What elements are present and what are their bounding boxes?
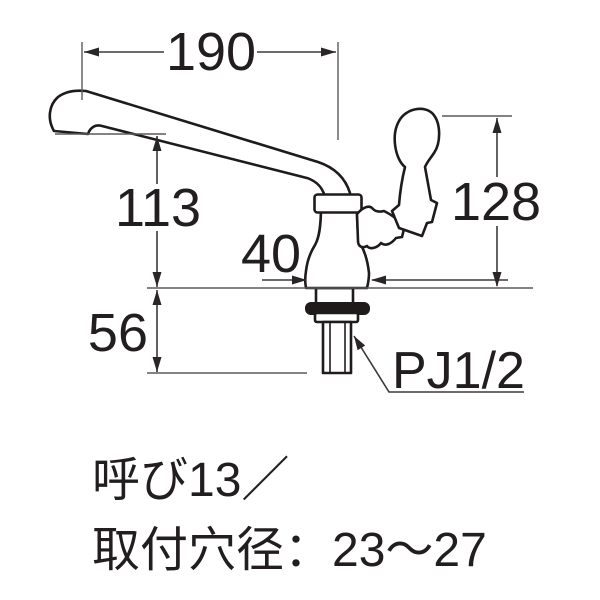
note-mounting-hole: 取付穴径：23〜27 — [92, 524, 487, 577]
dim-56-label: 56 — [88, 303, 148, 363]
dim-40-label: 40 — [241, 224, 301, 284]
faucet-threaded-pipe — [321, 320, 353, 375]
faucet-bonnet-connector — [355, 205, 407, 250]
dim-113: 113 — [55, 133, 201, 287]
thread-spec-label: PJ1/2 — [392, 342, 525, 400]
dim-190: 190 — [81, 22, 339, 140]
dim-128-arrow-bottom — [492, 272, 502, 287]
dim-190-arrow-left — [84, 47, 99, 57]
dim-56: 56 — [88, 290, 307, 374]
dim-56-arrow-bottom — [152, 357, 162, 372]
dim-190-arrow-right — [321, 47, 336, 57]
faucet-drawing — [48, 89, 441, 375]
dim-128-label: 128 — [451, 172, 541, 232]
diagram-notes: 呼び13／ 取付穴径：23〜27 — [92, 454, 487, 577]
dim-113-label: 113 — [115, 178, 201, 238]
dim-128-arrow-top — [492, 118, 502, 133]
dim-113-arrow-top — [152, 136, 162, 151]
faucet-locknut — [313, 311, 360, 324]
dimension-annotations: 190 113 56 — [55, 22, 541, 400]
thread-leader-arrow — [354, 336, 366, 351]
dim-128: 128 — [442, 115, 541, 287]
dim-113-arrow-bottom — [152, 272, 162, 287]
dim-40: 40 — [241, 224, 508, 285]
dim-190-label: 190 — [166, 22, 256, 82]
note-nominal-size: 呼び13／ — [92, 454, 289, 507]
faucet-lever-handle — [390, 107, 441, 238]
faucet-spout — [48, 89, 352, 199]
faucet-collar — [313, 193, 363, 214]
dim-56-arrow-top — [152, 290, 162, 305]
thread-callout: PJ1/2 — [353, 335, 525, 400]
thread-leader-line — [353, 335, 524, 393]
dim-40-arrow-right — [371, 275, 386, 285]
dim-40-arrow-left — [292, 275, 307, 285]
